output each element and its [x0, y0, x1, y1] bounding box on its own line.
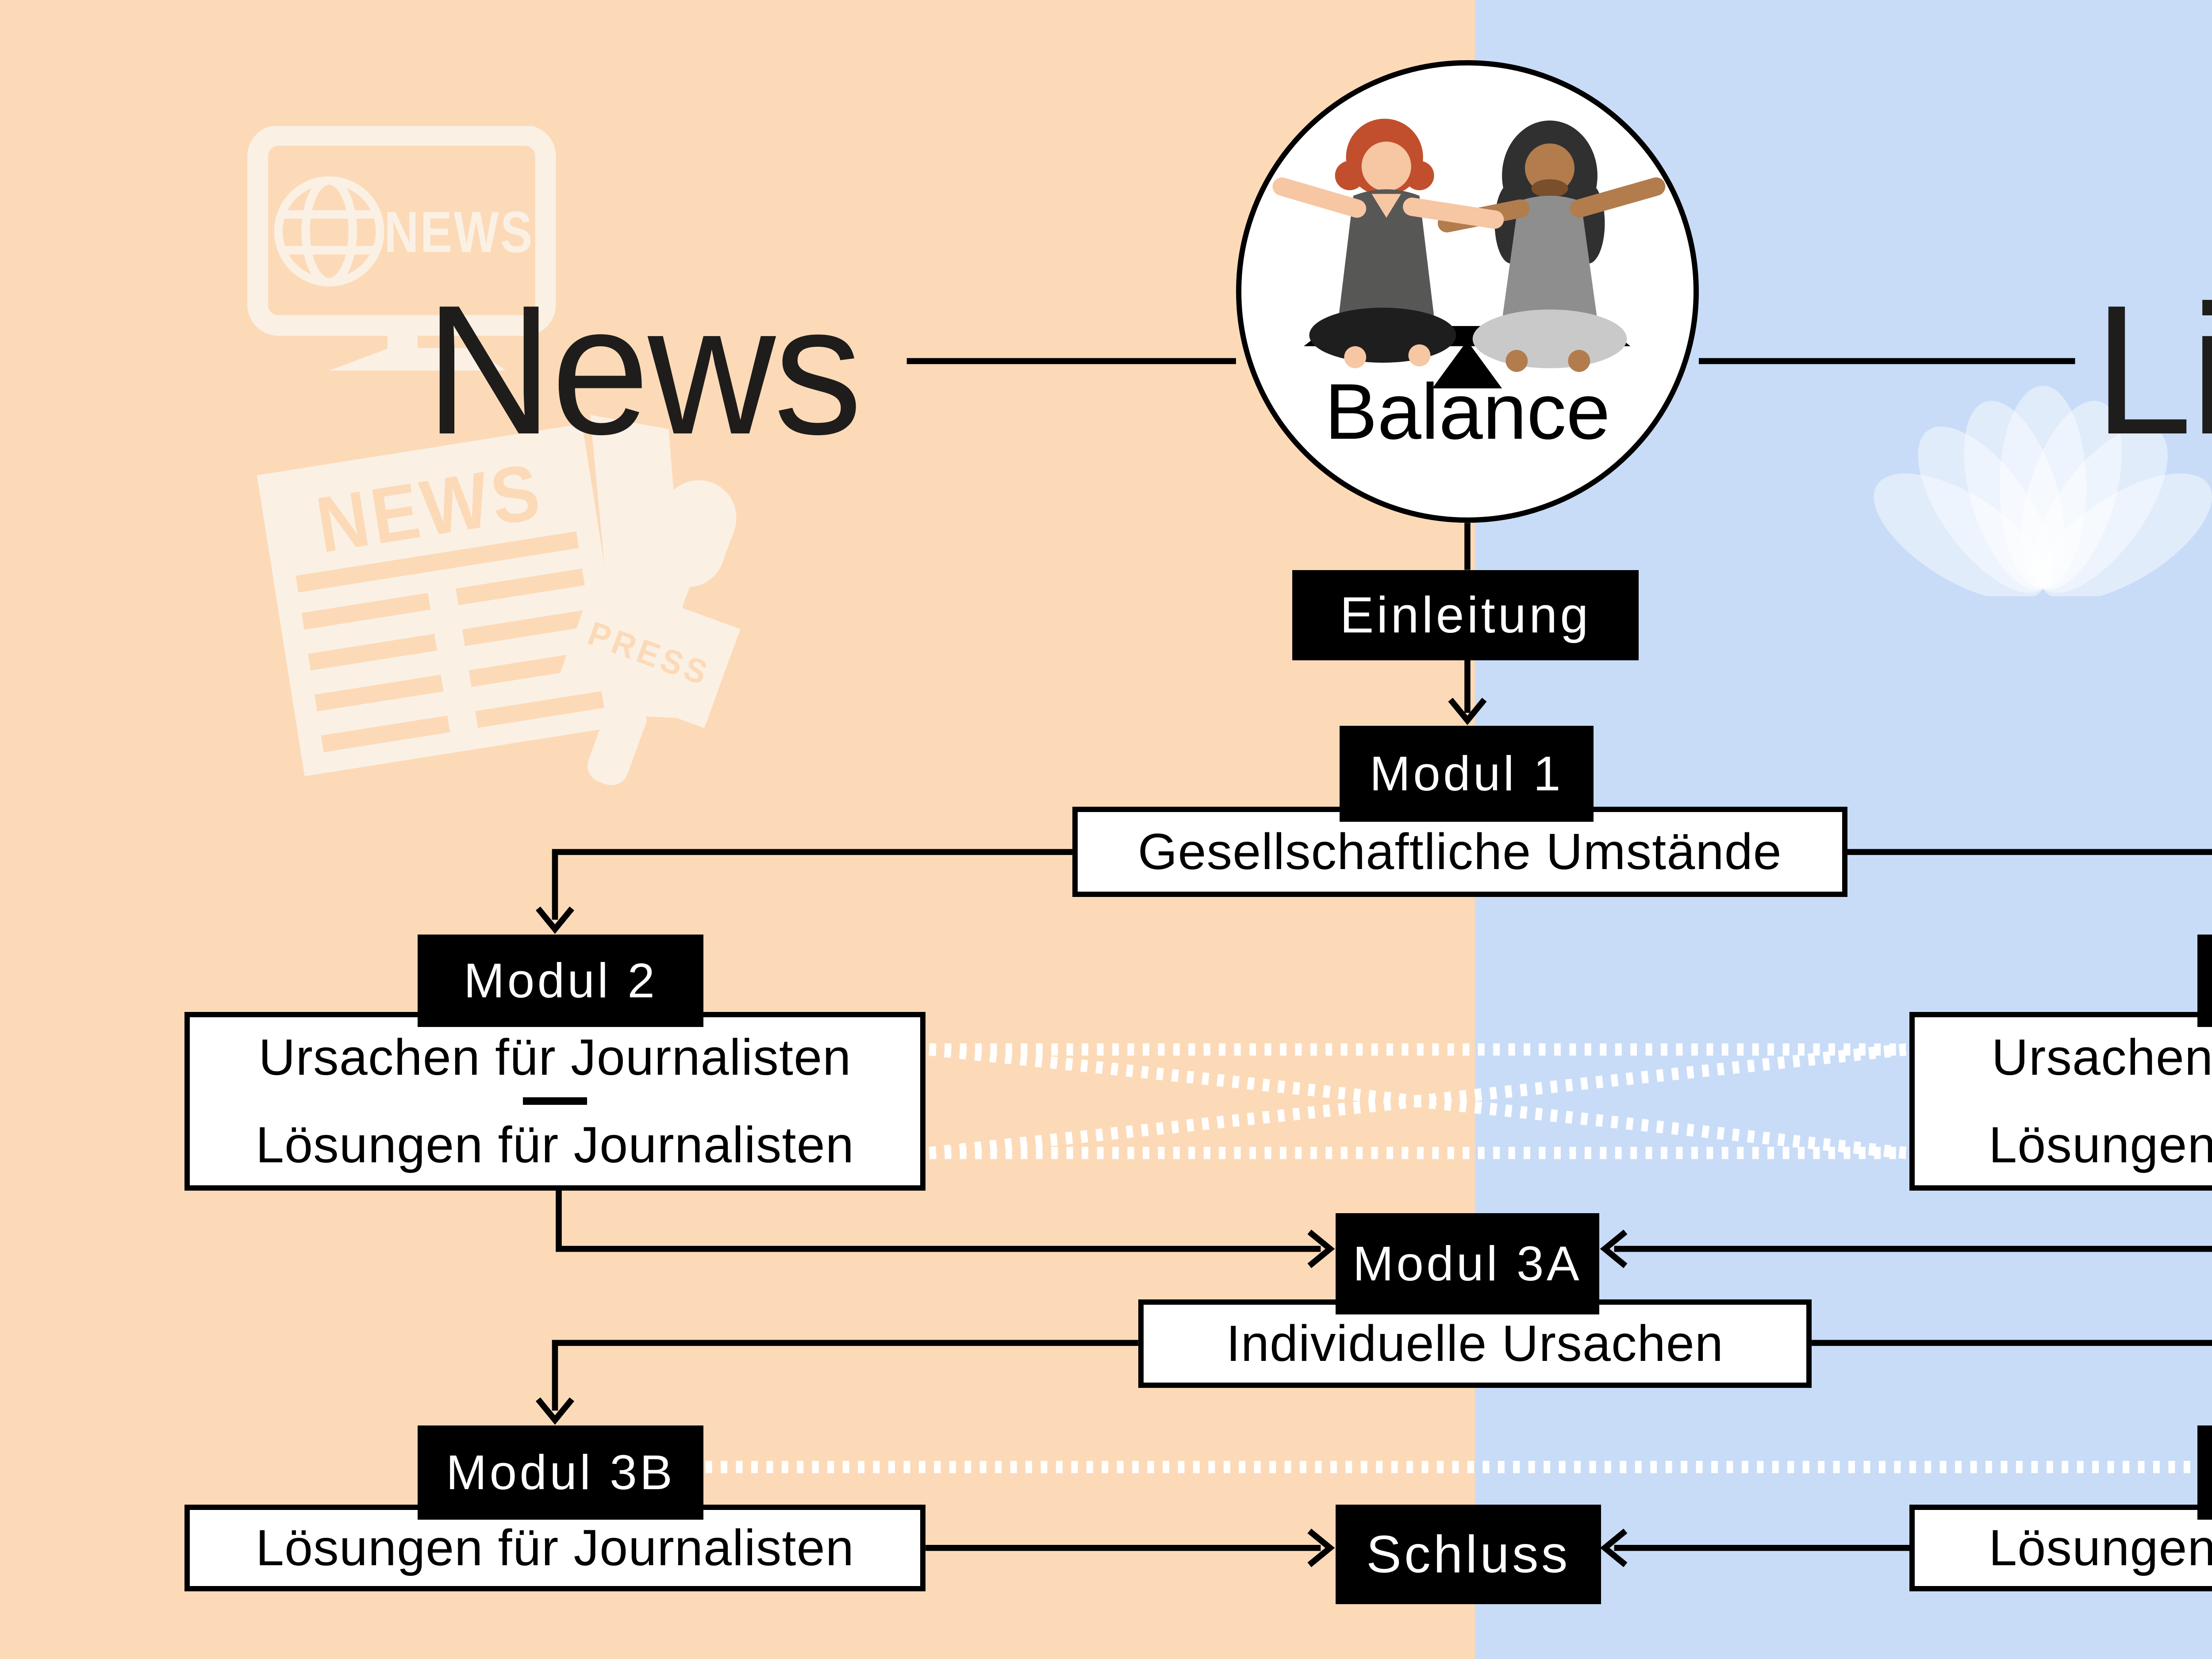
module2-journalists-panel: Ursachen für Journalisten Lösungen für J…	[184, 1011, 926, 1191]
press-microphone-icon: PRESS	[559, 480, 741, 785]
module2-journalists-tab: Modul 2	[418, 935, 704, 1027]
module3b-media-users-title: Lösungen für Mediennutzende	[1989, 1519, 2212, 1576]
arms	[1272, 177, 1666, 233]
globe-icon	[274, 176, 384, 287]
newspaper-icon: NEWS	[257, 414, 692, 776]
intro-tab: Einleitung	[1292, 570, 1639, 660]
balance-people-illustration	[1272, 119, 1666, 389]
end-tab: Schluss	[1336, 1505, 1601, 1605]
module1-title: Gesellschaftliche Umstände	[1137, 824, 1782, 881]
module2-media-users-line1: Ursachen für Mediennutzende	[1991, 1029, 2212, 1086]
module2-media-users-panel: Ursachen für Mediennutzende Lösungen für…	[1909, 1011, 2212, 1191]
module3a-tab: Modul 3A	[1336, 1213, 1599, 1315]
module3b-journalists-tab: Modul 3B	[418, 1425, 704, 1520]
module2-journalists-line2: Lösungen für Journalisten	[255, 1117, 854, 1174]
separator-dash	[523, 1097, 587, 1105]
module3b-journalists-title: Lösungen für Journalisten	[255, 1519, 854, 1576]
life-title: Life	[2094, 267, 2212, 473]
balance-circle: Balance	[1236, 60, 1699, 523]
module2-media-users-tab: Modul 2	[2197, 935, 2212, 1027]
module2-media-users-line2: Lösungen für Mediennutzende	[1989, 1117, 2212, 1174]
module3a-panel: Individuelle Ursachen	[1138, 1299, 1812, 1388]
tv-screen-label: NEWS	[384, 199, 534, 265]
module1-panel: Gesellschaftliche Umstände	[1072, 807, 1847, 897]
person-right	[1472, 120, 1627, 372]
module3b-media-users-panel: Lösungen für Mediennutzende	[1909, 1505, 2212, 1591]
news-title: News	[425, 267, 862, 473]
tv-news-icon: NEWS	[247, 126, 556, 371]
module2-journalists-line1: Ursachen für Journalisten	[258, 1029, 852, 1086]
balance-label: Balance	[1325, 367, 1610, 456]
person-left	[1309, 119, 1456, 368]
module3b-media-users-tab: Modul 3B	[2197, 1425, 2212, 1520]
module1-tab: Modul 1	[1339, 726, 1594, 822]
lotus-icon	[1874, 385, 2212, 597]
module3a-title: Individuelle Ursachen	[1226, 1315, 1724, 1372]
